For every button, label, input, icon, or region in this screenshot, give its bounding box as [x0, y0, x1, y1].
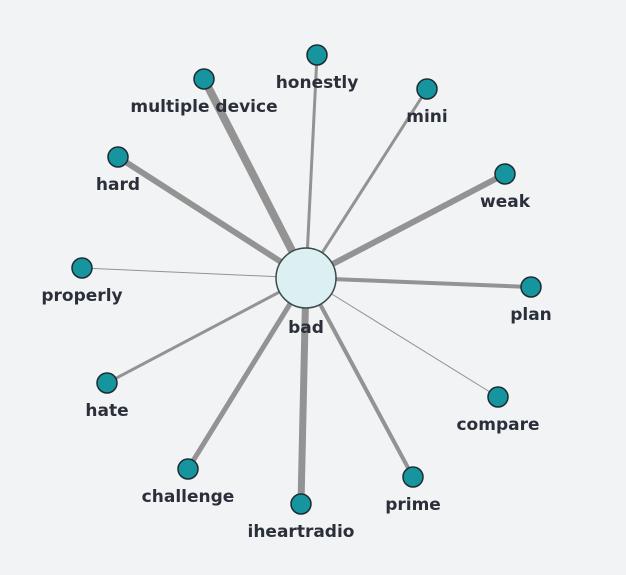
node-circle[interactable]	[416, 78, 438, 100]
graph-node[interactable]: mini	[406, 78, 448, 127]
node-label: multiple device	[130, 97, 277, 117]
node-label: hate	[85, 401, 128, 421]
node-label: prime	[385, 495, 441, 515]
graph-node[interactable]: multiple device	[130, 68, 278, 117]
node-circle[interactable]	[487, 386, 509, 408]
graph-node[interactable]: prime	[385, 466, 441, 515]
node-circle[interactable]	[290, 493, 312, 515]
edge	[81, 267, 307, 279]
edge	[304, 54, 319, 279]
graph-node[interactable]: compare	[456, 386, 540, 435]
node-circle[interactable]	[177, 458, 199, 480]
edge	[297, 277, 310, 505]
node-circle[interactable]	[71, 257, 93, 279]
edge	[116, 154, 308, 281]
graph-node[interactable]: properly	[41, 257, 123, 306]
node-label: plan	[510, 305, 552, 325]
node-circle[interactable]	[520, 276, 542, 298]
edge	[200, 77, 310, 280]
edge	[305, 277, 499, 398]
graph-node[interactable]: hate	[85, 372, 129, 421]
edge	[304, 88, 429, 279]
node-label: honestly	[276, 73, 359, 93]
node-label: mini	[406, 107, 447, 127]
graph-node[interactable]: weak	[480, 163, 531, 212]
graph-node[interactable]: plan	[510, 276, 552, 325]
node-label: weak	[480, 192, 531, 212]
node-circle[interactable]	[107, 146, 129, 168]
edge	[304, 171, 507, 281]
center-node[interactable]	[275, 247, 337, 309]
edge	[106, 276, 307, 385]
edge	[185, 276, 309, 471]
graph-node[interactable]: challenge	[142, 458, 235, 507]
graph-node[interactable]: honestly	[276, 44, 359, 93]
graph-node[interactable]: hard	[96, 146, 140, 195]
node-label: compare	[456, 415, 539, 435]
node-label: hard	[96, 175, 140, 195]
edge	[305, 276, 532, 289]
node-circle[interactable]	[193, 68, 215, 90]
node-label: properly	[41, 286, 122, 306]
node-label: iheartradio	[248, 522, 355, 542]
center-label: bad	[288, 318, 324, 338]
edge	[304, 277, 415, 478]
node-label: challenge	[142, 487, 235, 507]
graph-node[interactable]: iheartradio	[248, 493, 355, 542]
node-circle[interactable]	[306, 44, 328, 66]
node-circle[interactable]	[96, 372, 118, 394]
node-circle[interactable]	[494, 163, 516, 185]
node-circle[interactable]	[402, 466, 424, 488]
